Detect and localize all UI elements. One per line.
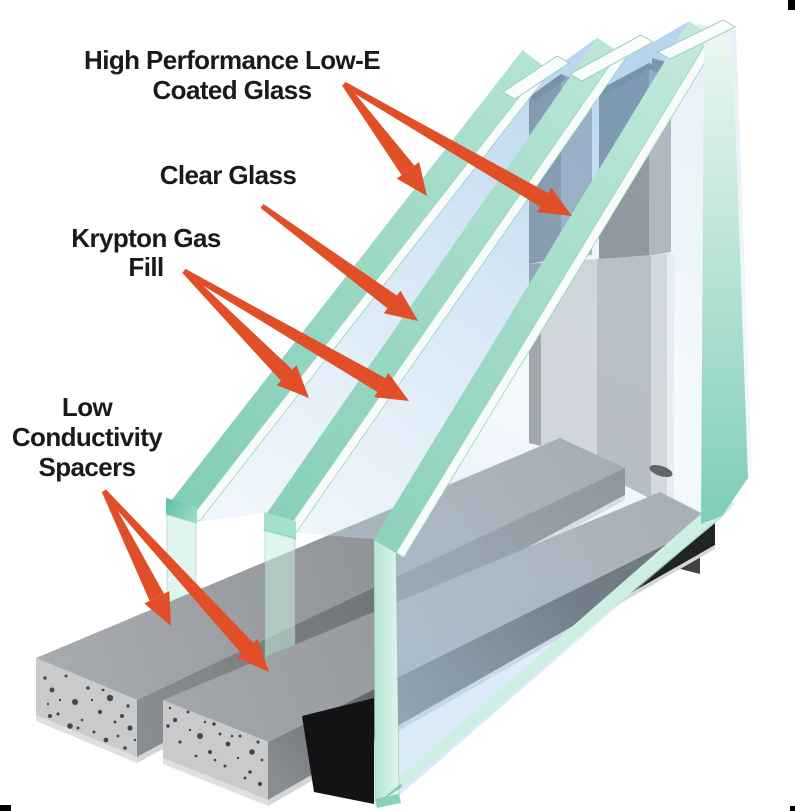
- arrowhead-icon: [383, 290, 418, 321]
- glass-top-cap: [502, 55, 570, 100]
- arrowhead-icon: [237, 638, 269, 672]
- glass-top-cap: [568, 34, 655, 82]
- label-line-1: Krypton Gas: [71, 223, 221, 253]
- spacer-end-bottom-edge: [36, 715, 137, 763]
- label-line-3: Spacers: [38, 452, 137, 482]
- arrow-spacers-to-bar-left: [101, 489, 171, 626]
- arrowhead-icon: [537, 187, 572, 216]
- glass-edge-band: [267, 37, 619, 528]
- arrow-spacers-to-bar-right: [102, 489, 269, 672]
- arrowhead-icon: [374, 372, 409, 401]
- shadow-under-frame: [302, 698, 374, 804]
- crop-mark-top-right: [788, 0, 795, 10]
- label-low-conductivity-spacers: Low Conductivity Spacers: [11, 392, 163, 482]
- arrow-krypton-to-gap-1: [182, 269, 309, 398]
- glass-bottom-corner-cap: [166, 498, 197, 524]
- glass-bottom-edge-band2: [399, 492, 734, 787]
- label-line-1: Low: [61, 392, 113, 422]
- front-pane-low-e-glass: [373, 19, 752, 808]
- glass-face: [388, 24, 752, 800]
- label-line-2: Fill: [128, 252, 164, 282]
- glass-face: [296, 21, 689, 540]
- crop-mark-bottom-left: [0, 805, 11, 811]
- glass-top-cap: [656, 19, 737, 60]
- label-clear-glass: Clear Glass: [160, 160, 297, 190]
- label-krypton-gas-fill: Krypton Gas Fill: [71, 223, 221, 282]
- crop-mark-bottom-right: [790, 806, 795, 811]
- glass-left-edge-vertical: [373, 538, 400, 802]
- spacer-end-bottom-edge: [163, 758, 268, 806]
- arrowhead-icon: [144, 591, 171, 626]
- arrow-clear-to-middle-pane: [260, 204, 418, 321]
- arrowhead-icon: [396, 162, 427, 196]
- label-line-1: High Performance Low-E: [84, 45, 381, 75]
- arrow-lowe-to-back-pane: [342, 82, 427, 196]
- label-line-2: Coated Glass: [152, 75, 313, 105]
- spacer-end-speckles: [166, 706, 264, 787]
- spacer-end-face: [36, 658, 137, 757]
- arrow-lowe-to-front-pane: [342, 81, 572, 216]
- spacer-end-face: [163, 700, 268, 800]
- arrowhead-icon: [276, 365, 309, 398]
- glass-face: [199, 37, 598, 522]
- arrow-krypton-to-gap-2: [182, 268, 409, 401]
- glass-right-edge-band: [701, 32, 748, 524]
- glass-bottom-corner-cap: [375, 794, 401, 808]
- glass-edge-band: [373, 21, 712, 553]
- glass-bottom-end: [264, 529, 296, 658]
- label-line-1: Clear Glass: [159, 160, 297, 190]
- label-line-2: Conductivity: [11, 422, 163, 452]
- label-low-e-coated-glass: High Performance Low-E Coated Glass: [84, 45, 381, 105]
- spacer-end-speckles: [43, 674, 137, 750]
- middle-pane-clear-glass: [264, 21, 689, 658]
